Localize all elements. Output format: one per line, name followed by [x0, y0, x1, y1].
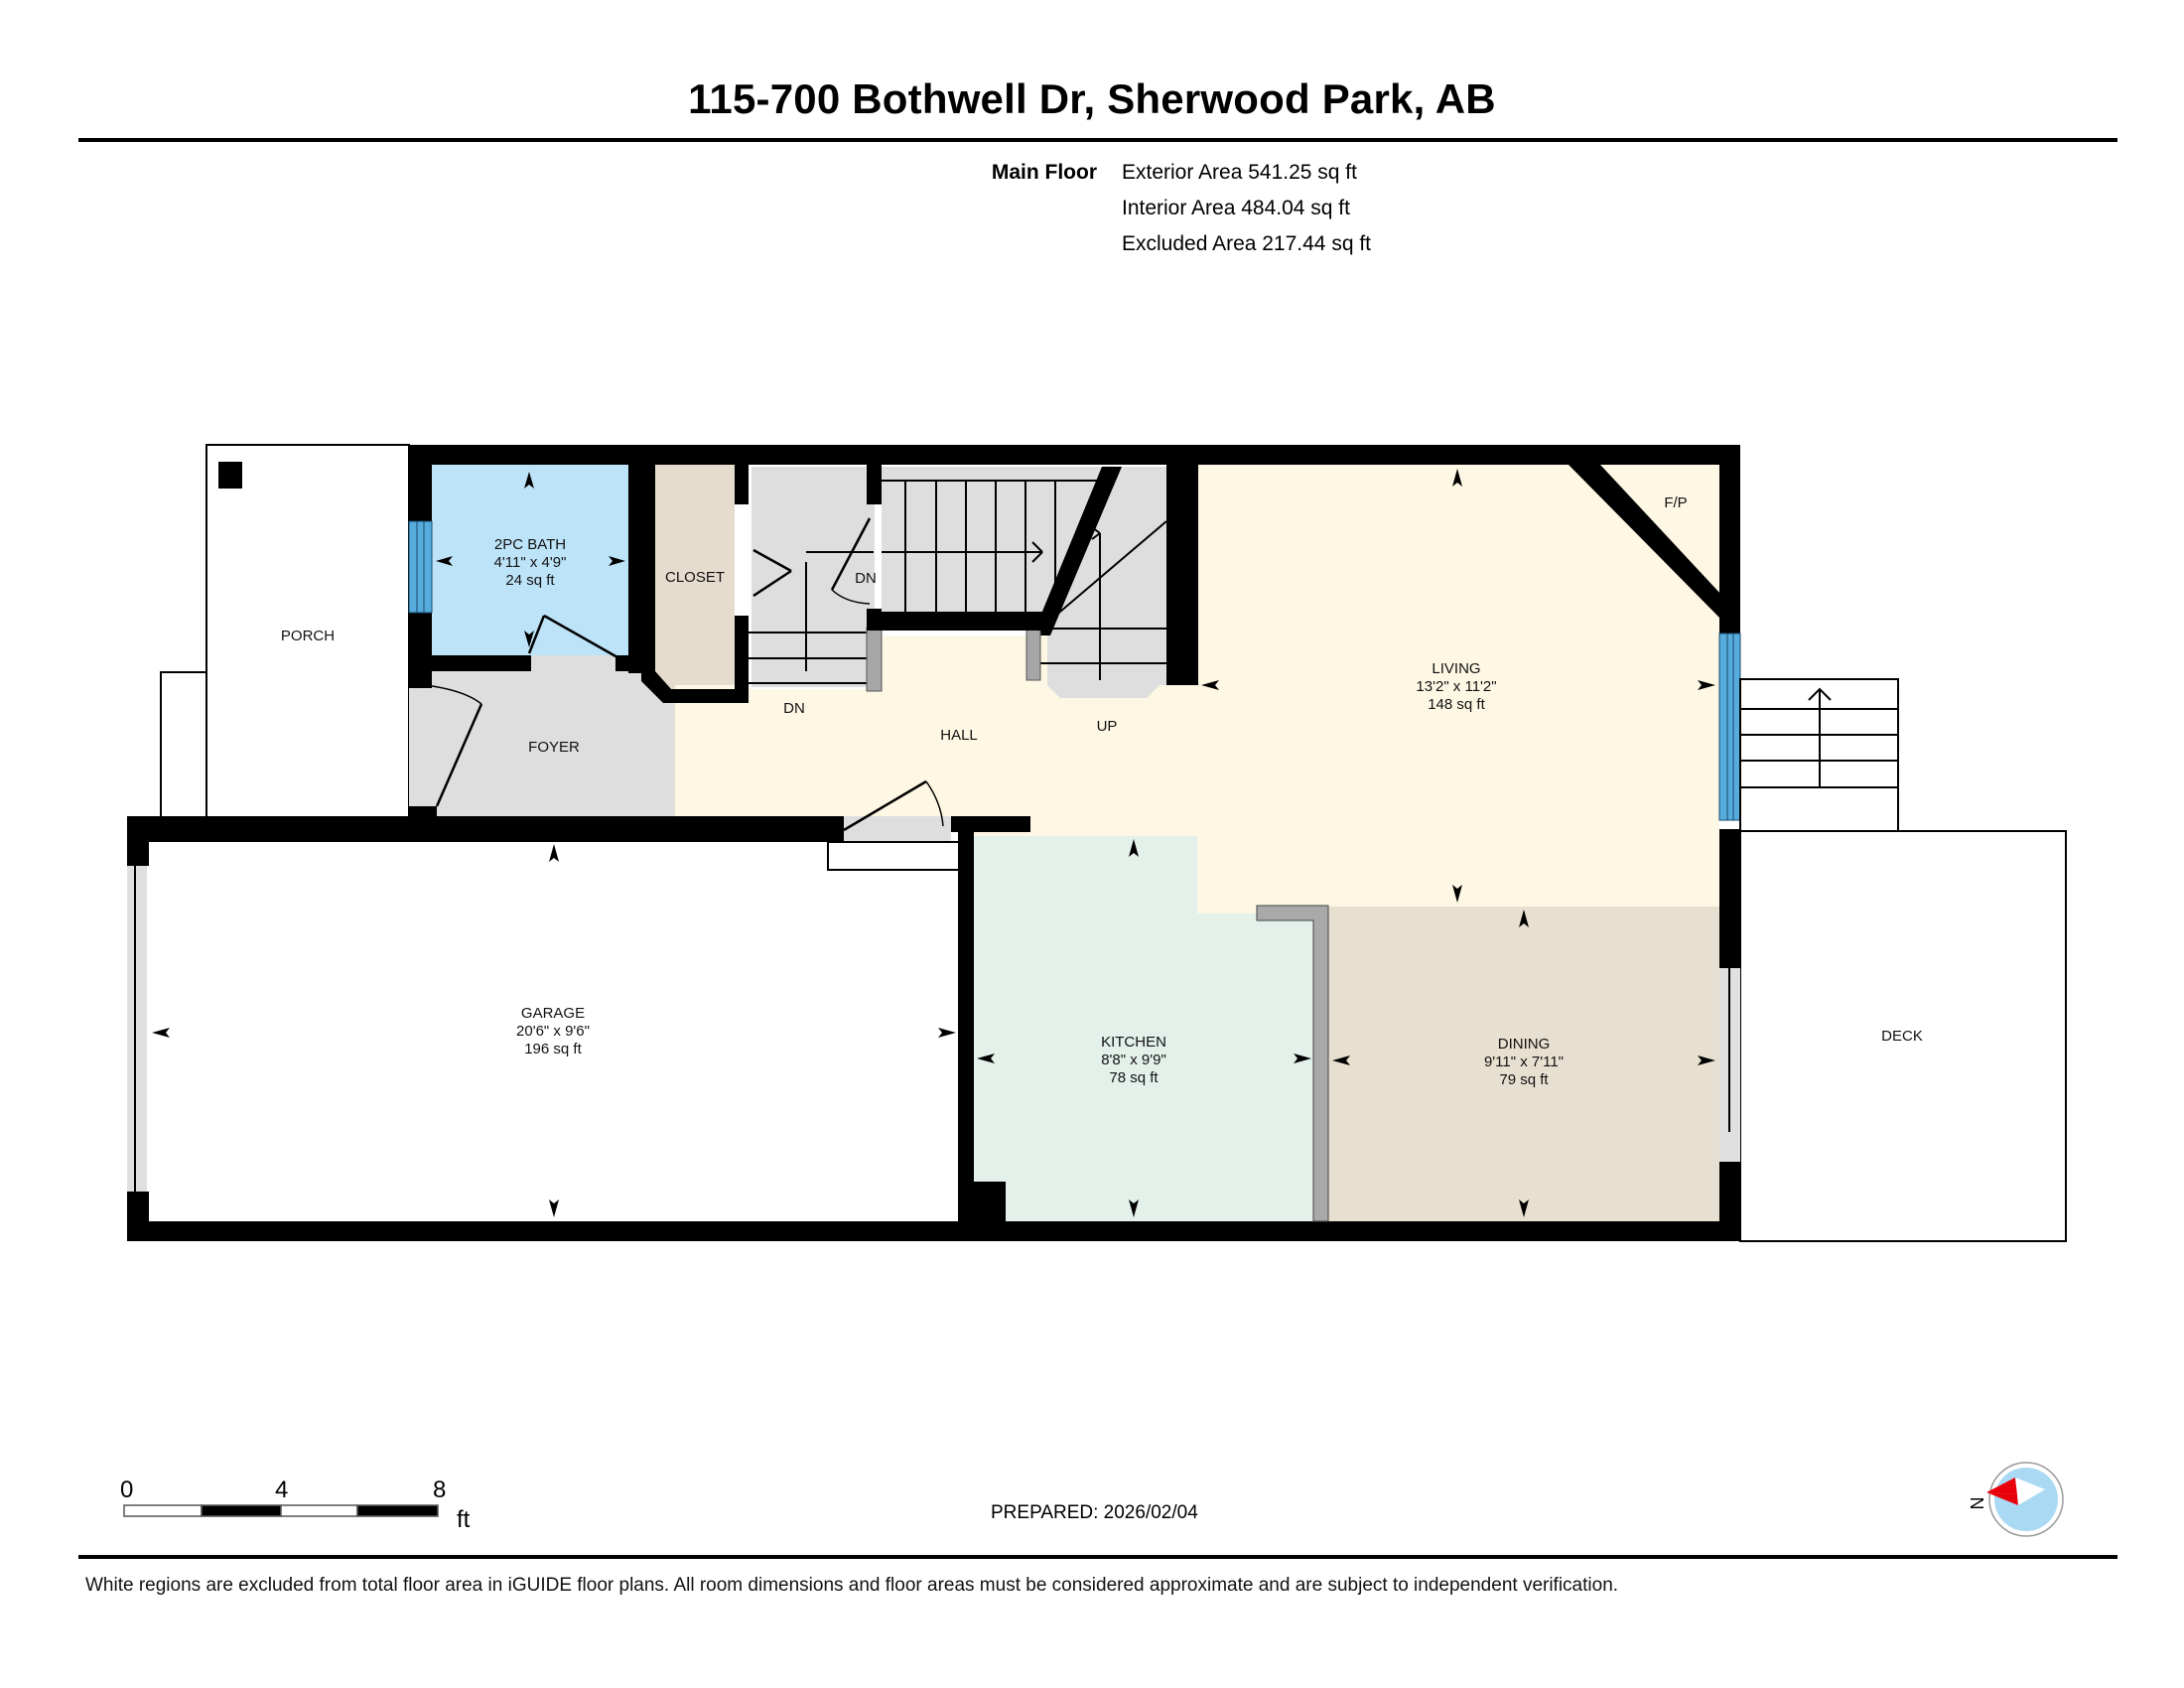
kitchen-label: KITCHEN — [1101, 1034, 1166, 1051]
excluded-area: Excluded Area 217.44 sq ft — [1122, 232, 1372, 255]
bath-arrow-right — [609, 556, 625, 566]
header-rule — [78, 138, 2117, 142]
garage-dims: 20'6" x 9'6" — [516, 1023, 590, 1040]
porch-post — [218, 462, 242, 489]
hall-label: HALL — [940, 727, 978, 744]
dining-arrow-right — [1698, 1055, 1715, 1065]
closet-room — [655, 463, 735, 689]
compass-north-label: N — [1968, 1497, 1987, 1510]
floor-label: Main Floor — [991, 161, 1097, 184]
kitchen-arrow-up — [1129, 839, 1139, 857]
garage-arrow-right — [938, 1028, 956, 1038]
stair-diagonal-wall — [1032, 467, 1122, 635]
room-labels: PORCH 2PC BATH 4'11" x 4'9" 24 sq ft CLO… — [281, 494, 1923, 1088]
stairs-up-label: UP — [1097, 718, 1118, 735]
bath-label: 2PC BATH — [494, 536, 566, 553]
deck-label: DECK — [1881, 1028, 1923, 1045]
living-extra — [1197, 465, 1719, 907]
stairs — [747, 467, 1167, 698]
kitchen-arrow-left — [977, 1054, 995, 1063]
porch-area — [205, 444, 410, 827]
kitchen-arrow-right — [1294, 1054, 1311, 1063]
living-window — [1718, 633, 1741, 821]
living-area: 148 sq ft — [1428, 696, 1485, 713]
north-compass-icon: N — [1968, 1462, 2064, 1537]
kitchen-area: 78 sq ft — [1109, 1069, 1159, 1086]
bath-window — [408, 520, 433, 614]
stairs-down-label-2: DN — [855, 570, 877, 587]
bath-room — [432, 465, 628, 655]
footer-rule — [78, 1555, 2117, 1559]
dining-room — [1328, 907, 1719, 1221]
dining-arrow-down — [1519, 1199, 1529, 1217]
closet-label: CLOSET — [665, 569, 725, 586]
windows — [127, 520, 1741, 1192]
foyer-label: FOYER — [528, 739, 580, 756]
living-arrow-up — [1452, 469, 1462, 487]
dining-dims: 9'11" x 7'11" — [1484, 1054, 1564, 1070]
scale-label-8: 8 — [433, 1477, 447, 1503]
living-label: LIVING — [1432, 660, 1480, 677]
interior-area: Interior Area 484.04 sq ft — [1122, 197, 1350, 219]
bath-area: 24 sq ft — [505, 572, 555, 589]
garage-area: 196 sq ft — [524, 1041, 582, 1057]
fireplace-label: F/P — [1664, 494, 1687, 511]
stair-rail-left — [866, 627, 883, 692]
property-address-title: 115-700 Bothwell Dr, Sherwood Park, AB — [688, 75, 1496, 122]
stair-right-block — [1047, 467, 1166, 698]
garage-room — [149, 840, 961, 1221]
garage-arrow-left — [152, 1028, 170, 1038]
kitchen-dims: 8'8" x 9'9" — [1101, 1052, 1166, 1068]
scale-label-4: 4 — [275, 1477, 289, 1503]
walls — [127, 445, 1740, 1241]
scale-unit: ft — [457, 1506, 471, 1533]
kitchen-arrow-down — [1129, 1199, 1139, 1217]
garage-door-opening — [127, 866, 147, 1192]
doors — [409, 517, 962, 871]
bath-arrow-down — [524, 631, 534, 647]
exterior-area: Exterior Area 541.25 sq ft — [1122, 161, 1357, 184]
kitchen-partition — [1256, 905, 1329, 1222]
bath-arrow-left — [436, 556, 453, 566]
living-dims: 13'2" x 11'2" — [1416, 678, 1496, 695]
room-fills — [149, 444, 2067, 1242]
deck-stairs — [1739, 678, 1899, 832]
porch-side-step — [160, 671, 207, 827]
garage-arrow-up — [549, 844, 559, 862]
bath-arrow-up — [524, 472, 534, 489]
dining-area: 79 sq ft — [1499, 1071, 1549, 1088]
living-arrow-left — [1201, 680, 1219, 690]
dining-arrow-up — [1519, 910, 1529, 927]
scale-label-0: 0 — [120, 1477, 134, 1503]
garage-label: GARAGE — [521, 1005, 585, 1022]
prepared-date: PREPARED: 2026/02/04 — [991, 1502, 1198, 1523]
foyer-room — [409, 671, 675, 820]
bath-dims: 4'11" x 4'9" — [494, 554, 567, 571]
disclaimer-text: White regions are excluded from total fl… — [85, 1575, 1619, 1596]
scale-bar — [123, 1504, 439, 1517]
living-arrow-down — [1452, 885, 1462, 903]
living-arrow-right — [1698, 680, 1715, 690]
stair-rail-right — [1025, 629, 1041, 681]
garage-arrow-down — [549, 1199, 559, 1217]
living-notch — [1197, 836, 1328, 914]
porch-label: PORCH — [281, 628, 335, 644]
dimension-arrows — [152, 469, 1715, 1217]
deck-area — [1739, 830, 2067, 1242]
dining-arrow-left — [1332, 1055, 1350, 1065]
stair-landing-left — [751, 467, 875, 687]
stairs-down-label-1: DN — [783, 700, 805, 717]
dining-label: DINING — [1498, 1036, 1551, 1053]
